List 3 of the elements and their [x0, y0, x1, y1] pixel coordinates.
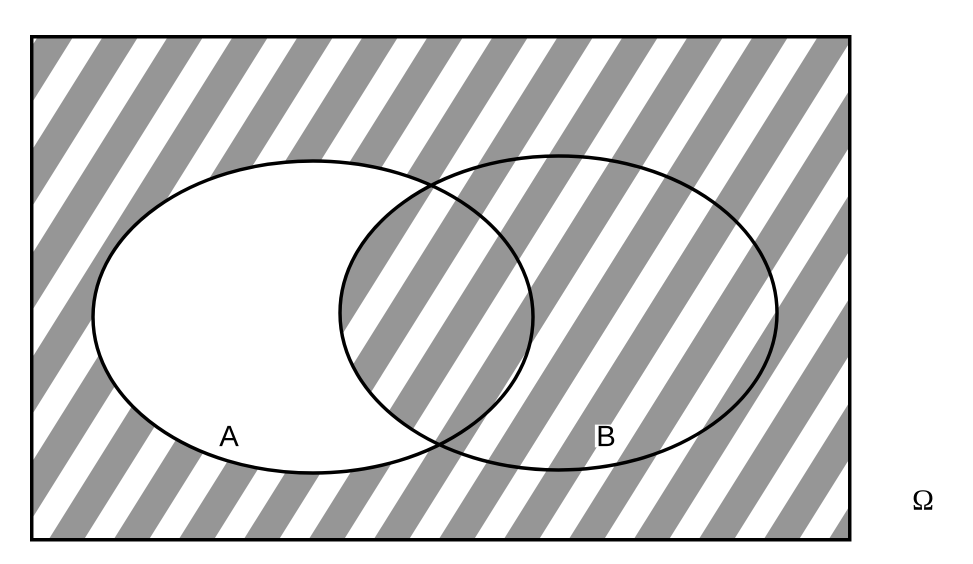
set-label: B [594, 424, 618, 448]
set-label: A [218, 424, 240, 448]
set-label: Ω [914, 490, 932, 510]
